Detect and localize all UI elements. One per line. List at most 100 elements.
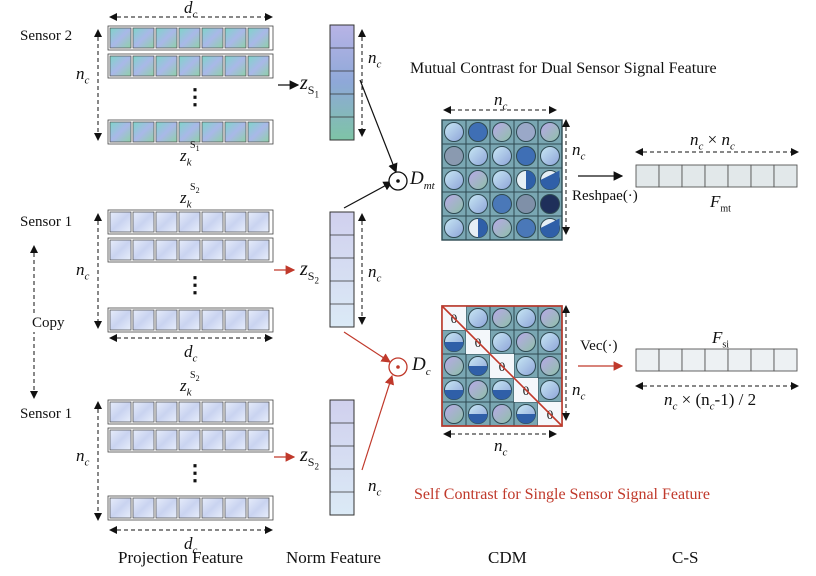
cdm-self-circle bbox=[492, 404, 512, 424]
cdm-mt-circle bbox=[516, 122, 536, 142]
cdm-mt-circle bbox=[468, 194, 488, 214]
nc-label-s2: nc bbox=[76, 64, 90, 87]
dots-s2: ⋮ bbox=[184, 84, 206, 109]
cdm-mt-circle bbox=[492, 146, 512, 166]
projection-row-s2-cell bbox=[132, 55, 155, 77]
projection-row-s1a-cell bbox=[201, 309, 224, 331]
projection-row-s1a-cell bbox=[155, 211, 178, 233]
cs-mt-cell bbox=[635, 164, 660, 188]
self-contrast-title: Self Contrast for Single Sensor Signal F… bbox=[414, 486, 710, 503]
projection-row-s1b-cell bbox=[247, 429, 270, 451]
f-si-label: Fsi bbox=[712, 328, 730, 351]
footer-norm: Norm Feature bbox=[286, 548, 381, 567]
dots-s1a: ⋮ bbox=[184, 272, 206, 297]
arrow-zs2-dmt bbox=[343, 181, 394, 209]
projection-row-s1b-cell bbox=[178, 401, 201, 423]
projection-row-s1b-cell bbox=[155, 429, 178, 451]
cs-si-cell bbox=[658, 348, 683, 372]
d-c-label: Dc bbox=[412, 354, 431, 378]
projection-row-s2-cell bbox=[155, 121, 178, 143]
cdm-mt-circle bbox=[492, 194, 512, 214]
projection-row-s1a-frame bbox=[107, 307, 274, 333]
projection-row-s1b-cell bbox=[155, 401, 178, 423]
projection-row-s1a-cell bbox=[247, 309, 270, 331]
projection-row-s2-cell bbox=[201, 121, 224, 143]
cdm-mt-circle bbox=[444, 170, 464, 190]
norm-column-s1-bar bbox=[329, 24, 355, 141]
cdm-self-circle-half bbox=[468, 414, 488, 424]
projection-row-s1b-cell bbox=[109, 401, 132, 423]
cdm-self-circle-half bbox=[516, 414, 536, 424]
cdm-self-circle bbox=[540, 380, 560, 400]
projection-row-s2-cell bbox=[247, 55, 270, 77]
nc-times-nc-label: nc × nc bbox=[690, 130, 735, 153]
projection-row-s1a-cell bbox=[178, 239, 201, 261]
cs-mt-cell bbox=[704, 164, 729, 188]
projection-row-s1a-cell bbox=[178, 309, 201, 331]
cdm-self-circle bbox=[444, 356, 464, 376]
cdm-self-circle bbox=[516, 332, 536, 352]
projection-row-s1a-cell bbox=[247, 239, 270, 261]
projection-row-s1a-cell bbox=[109, 239, 132, 261]
cdm-mt-circle-half bbox=[540, 218, 560, 238]
cdm-mt-circle-half bbox=[540, 170, 560, 190]
projection-sensor1-a bbox=[107, 209, 274, 333]
nc-label-norm-s1: nc bbox=[368, 48, 382, 71]
cdm-mt-circle bbox=[444, 146, 464, 166]
footer-projection: Projection Feature bbox=[118, 548, 244, 567]
cs-si-cell bbox=[635, 348, 660, 372]
projection-row-s2-cell bbox=[155, 27, 178, 49]
projection-row-s1a-cell bbox=[224, 309, 247, 331]
dc-label-bottom: dc bbox=[184, 534, 198, 557]
cdm-mt-circle bbox=[444, 194, 464, 214]
arrow-zs2a-dc bbox=[343, 331, 392, 363]
norm-feature-s2a bbox=[329, 211, 355, 328]
norm-feature-s1 bbox=[329, 24, 355, 141]
cs-feature-mt bbox=[635, 164, 798, 188]
cdm-self-circle bbox=[540, 356, 560, 376]
arrow-zs1-dmt bbox=[359, 79, 398, 174]
cs-si-cell bbox=[727, 348, 752, 372]
z-s2-label-b: zS2 bbox=[300, 444, 319, 472]
cdm-self-circle-half bbox=[444, 390, 464, 400]
cs-si-cell bbox=[750, 348, 775, 372]
cdm-self-circle bbox=[540, 308, 560, 328]
mutual-contrast-title: Mutual Contrast for Dual Sensor Signal F… bbox=[410, 60, 717, 77]
projection-row-s1b-cell bbox=[247, 497, 270, 519]
projection-row-s1b-cell bbox=[201, 401, 224, 423]
projection-row-s2-cell bbox=[155, 55, 178, 77]
projection-row-s2-frame bbox=[107, 25, 274, 51]
dots-s1b: ⋮ bbox=[184, 460, 206, 485]
cdm-mt-circle bbox=[516, 194, 536, 214]
projection-row-s2-cell bbox=[109, 27, 132, 49]
cdm-mt-circle bbox=[468, 170, 488, 190]
projection-row-s1b-cell bbox=[178, 497, 201, 519]
projection-row-s1a-cell bbox=[201, 211, 224, 233]
cdm-self-circle-half bbox=[492, 390, 512, 400]
projection-row-s1a-cell bbox=[155, 309, 178, 331]
cdm-self-circle bbox=[492, 332, 512, 352]
cdm-mt-circle bbox=[516, 146, 536, 166]
footer-cdm: CDM bbox=[488, 548, 527, 567]
cdm-self-grid: 00000 bbox=[441, 305, 563, 427]
cdm-mt-circle bbox=[468, 122, 488, 142]
projection-sensor2 bbox=[107, 25, 274, 145]
projection-row-s1b-cell bbox=[224, 429, 247, 451]
copy-label: Copy bbox=[32, 315, 65, 332]
cs-si-cell bbox=[773, 348, 798, 372]
projection-row-s2-cell bbox=[201, 27, 224, 49]
cdm-mt-circle bbox=[540, 194, 560, 214]
cdm-self-circle bbox=[540, 332, 560, 352]
cs-si-cell bbox=[704, 348, 729, 372]
projection-row-s1a-cell bbox=[109, 211, 132, 233]
cdm-mt-circle bbox=[516, 218, 536, 238]
dc-label-top: dc bbox=[184, 0, 198, 21]
projection-row-s1a-cell bbox=[247, 211, 270, 233]
projection-row-s2-cell bbox=[224, 55, 247, 77]
cdm-mt-circle bbox=[468, 146, 488, 166]
projection-row-s1b-cell bbox=[201, 497, 224, 519]
projection-row-s1b-cell bbox=[224, 401, 247, 423]
